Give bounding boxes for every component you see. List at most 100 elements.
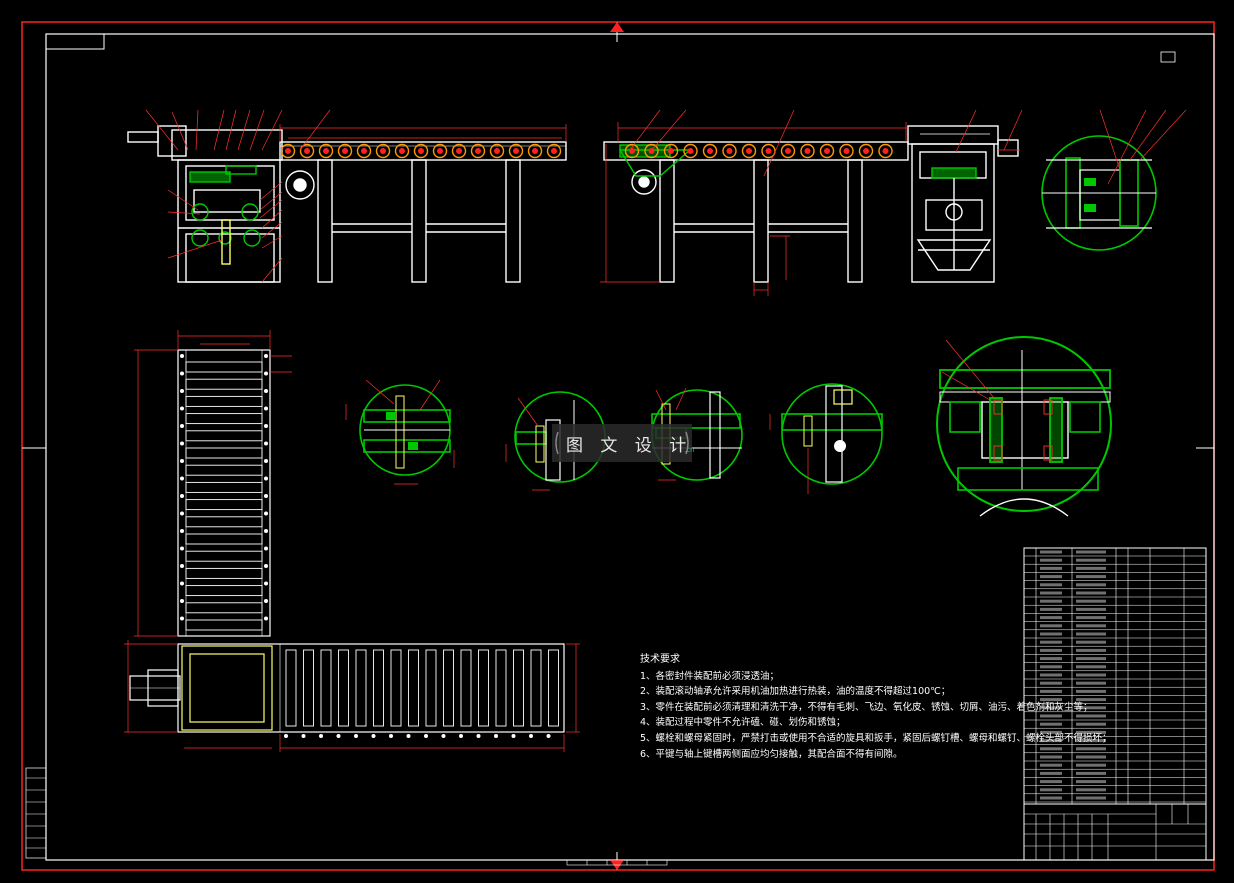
roller-center: [304, 148, 310, 154]
parts-row-text-mark: [1076, 583, 1106, 587]
parts-row-text-mark: [1076, 607, 1106, 611]
roller: [394, 143, 410, 159]
plan-slat: [338, 649, 349, 727]
parts-row-text-mark: [1076, 747, 1106, 751]
roller: [644, 143, 659, 159]
parts-row-text-mark: [1076, 648, 1106, 652]
parts-row-text-mark: [1076, 640, 1106, 644]
parts-row-text-mark: [1076, 739, 1106, 743]
plan-dot: [180, 406, 184, 411]
plan-dot: [389, 734, 393, 738]
plan-slat: [185, 464, 263, 476]
plan-dot: [180, 564, 184, 568]
parts-row-text-mark: [1040, 747, 1062, 751]
plan-slat: [443, 649, 454, 727]
plan-slat: [185, 361, 263, 373]
roller-center: [380, 148, 386, 154]
plan-dot: [546, 734, 551, 738]
scale-ruler: [566, 859, 668, 866]
plan-slat: [185, 413, 263, 425]
plan-dot: [264, 476, 268, 481]
parts-row-text-mark: [1040, 755, 1062, 759]
roller: [878, 143, 893, 159]
roller: [451, 143, 467, 159]
parts-row-text-mark: [1040, 640, 1062, 644]
plan-dot: [264, 599, 268, 603]
parts-row-text-mark: [1040, 591, 1062, 595]
plan-dot: [180, 546, 184, 551]
roller: [741, 143, 757, 159]
plan-slat: [185, 481, 263, 493]
watermark-text: 图 文 设 计: [566, 436, 693, 456]
roller-center: [532, 148, 538, 154]
plan-dot: [284, 734, 288, 738]
plan-slat: [185, 567, 263, 579]
parts-row-text-mark: [1076, 698, 1106, 702]
plan-slat: [373, 649, 384, 727]
plan-dot: [180, 476, 184, 481]
parts-row-text-mark: [1040, 632, 1062, 636]
plan-dot: [264, 511, 268, 516]
plan-dot: [180, 511, 184, 516]
parts-row-text-mark: [1076, 771, 1106, 775]
plan-dot: [264, 581, 268, 586]
plan-dot: [180, 581, 184, 586]
plan-slat: [355, 649, 367, 727]
plan-dot: [264, 616, 268, 621]
plan-dot: [529, 734, 533, 738]
plan-dot: [180, 494, 184, 498]
rollers-front-right: [624, 143, 893, 159]
parts-row-text-mark: [1076, 558, 1106, 562]
roller-center: [726, 148, 733, 154]
plan-slat: [303, 649, 314, 727]
plan-slat: [185, 533, 263, 545]
plan-dot: [264, 389, 268, 393]
plan-dot: [424, 734, 428, 738]
roller: [356, 143, 372, 159]
parts-row-text-mark: [1076, 575, 1106, 579]
plan-slat: [185, 550, 263, 562]
roller: [432, 143, 448, 159]
roller-center: [629, 148, 635, 154]
roller-center: [342, 148, 348, 154]
parts-row-text-mark: [1040, 780, 1062, 784]
plan-dot: [264, 494, 268, 498]
plan-dot: [319, 734, 323, 738]
dimensions-plan: [124, 330, 580, 752]
roller-center: [437, 148, 443, 154]
plan-dot: [336, 734, 341, 738]
plan-dot: [511, 734, 516, 738]
plan-dot: [264, 546, 268, 551]
plan-slat: [320, 649, 332, 727]
parts-row-text-mark: [1040, 550, 1062, 554]
plan-dot: [264, 459, 268, 463]
watermark-badge: [552, 424, 692, 462]
plan-slat: [478, 649, 489, 727]
plan-dot: [180, 371, 184, 376]
plan-slat: [185, 619, 263, 631]
sheet-frame: [21, 21, 1215, 871]
parts-row-text-mark: [1040, 616, 1062, 620]
parts-row-text-mark: [1040, 599, 1062, 603]
parts-row-text-mark: [1040, 558, 1062, 562]
plan-slat: [285, 649, 297, 727]
parts-row-text-mark: [1076, 632, 1106, 636]
plan-dot: [264, 424, 268, 428]
watermark-suffix: .cn: [684, 446, 695, 454]
plan-slat: [185, 516, 263, 528]
roller-center: [648, 148, 655, 154]
roller: [858, 143, 874, 159]
plan-dot: [371, 734, 376, 738]
parts-row-text-mark: [1076, 788, 1106, 792]
plan-dot: [264, 564, 268, 568]
roller: [683, 143, 698, 159]
parts-row-text-mark: [1076, 591, 1106, 595]
parts-row-text-mark: [1076, 706, 1106, 710]
plan-slat: [185, 395, 263, 407]
parts-row-text-mark: [1040, 657, 1062, 661]
plan-slat: [460, 649, 472, 727]
parts-row-text-mark: [1040, 796, 1062, 800]
plan-slat: [185, 430, 263, 442]
roller: [318, 143, 334, 159]
